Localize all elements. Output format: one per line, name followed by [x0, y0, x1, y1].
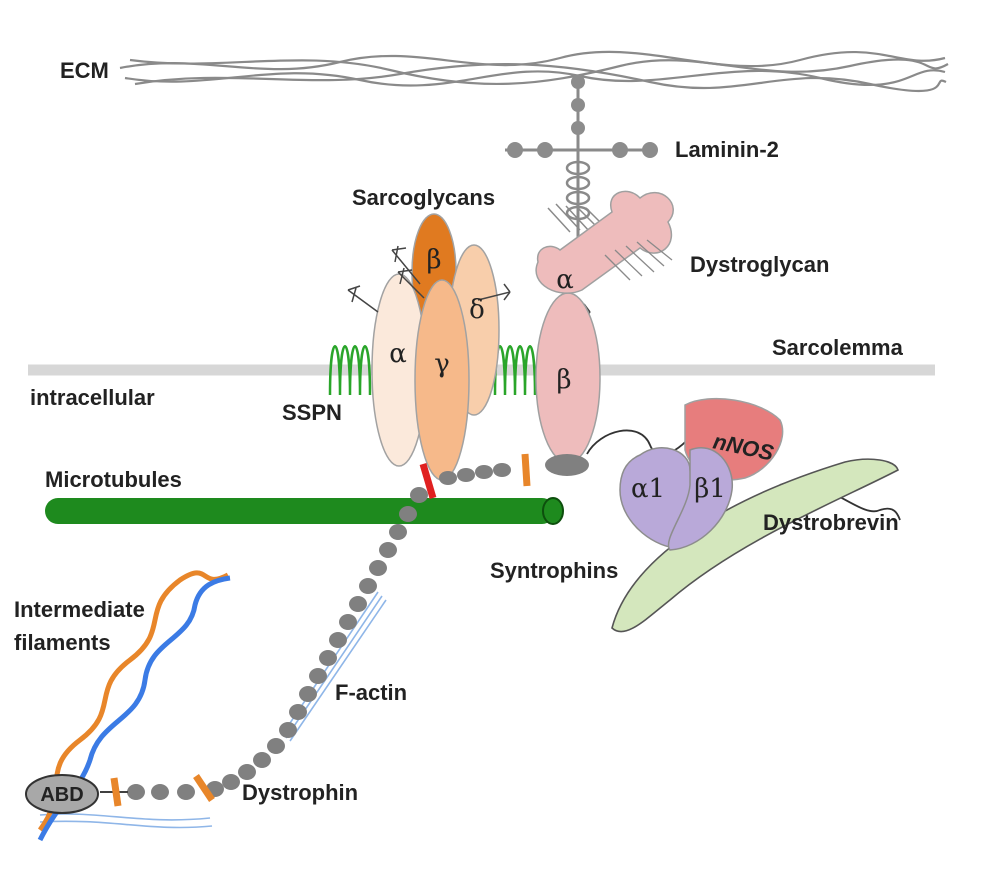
ecm-fibers [119, 50, 949, 93]
syntrophin-beta1-letter: β1 [694, 474, 726, 504]
dystroglycan-alpha [535, 190, 674, 294]
intracellular-label: intracellular [30, 385, 155, 410]
sspn-left [328, 345, 372, 396]
syntrophin-beta1 [667, 447, 733, 551]
sspn-label: SSPN [282, 400, 342, 425]
dystrophin-rod [127, 454, 589, 800]
syntrophin-alpha1-letter: α1 [631, 474, 665, 504]
intermediate-filaments-label-line1: Intermediate [14, 597, 145, 622]
sspn-right [493, 345, 537, 396]
glycan-branches-sarcoglycans [347, 245, 591, 326]
sarcoglycans-label: Sarcoglycans [352, 185, 495, 210]
microtubule [45, 497, 564, 525]
syntrophins-label: Syntrophins [490, 558, 618, 583]
dystroglycan-beta-letter: β [556, 365, 571, 395]
sarcoglycan-alpha-letter: α [389, 339, 407, 369]
sarcoglycan-beta-letter: β [426, 245, 441, 275]
sarcoglycan-gamma-letter: γ [434, 349, 450, 379]
abd-label: ABD [40, 784, 83, 806]
sarcolemma-label: Sarcolemma [772, 335, 904, 360]
microtubules-label: Microtubules [45, 467, 182, 492]
dystrophin-markers [110, 453, 531, 807]
sarcoglycan-delta-letter: δ [469, 295, 485, 325]
dystrophin-label: Dystrophin [242, 780, 358, 805]
laminin-label: Laminin-2 [675, 137, 779, 162]
dystroglycan-alpha-hatching [604, 239, 673, 281]
intermediate-filaments-label-line2: filaments [14, 630, 111, 655]
dystrobrevin-label: Dystrobrevin [763, 510, 899, 535]
sarcoglycan-gamma [414, 279, 470, 481]
dystroglycan-alpha-letter: α [556, 265, 574, 295]
f-actin-label: F-actin [335, 680, 407, 705]
syntrophins [619, 447, 733, 551]
ecm-label: ECM [60, 58, 109, 83]
dystroglycan [535, 190, 674, 464]
abd-domain [25, 774, 99, 814]
dystroglycan-label: Dystroglycan [690, 252, 829, 277]
